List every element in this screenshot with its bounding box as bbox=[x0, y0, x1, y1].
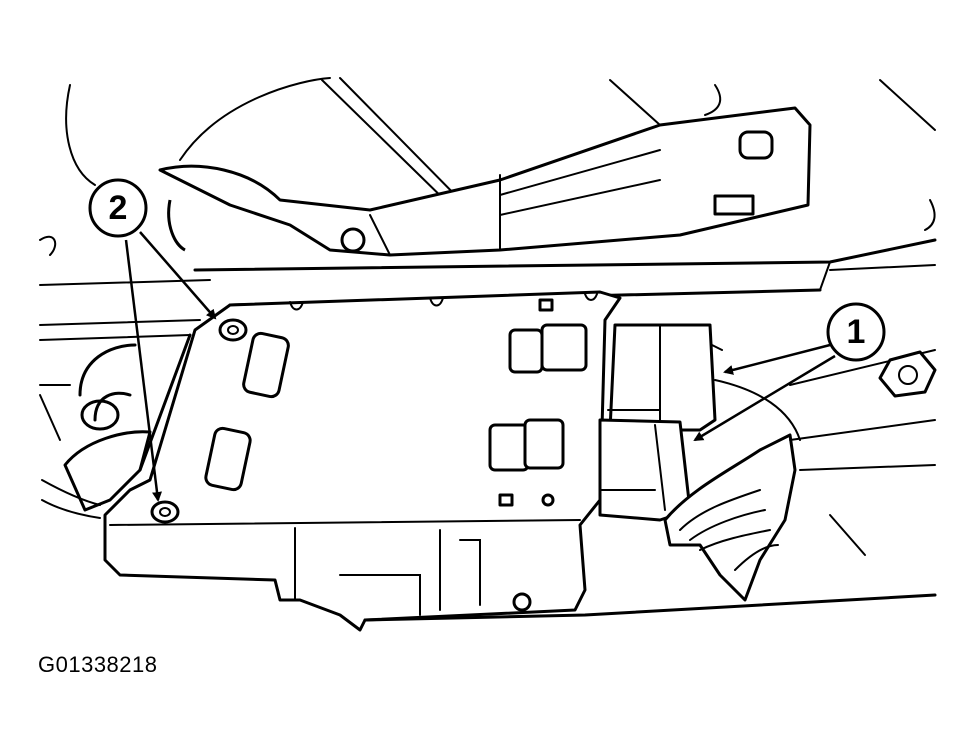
left-gear-assembly bbox=[41, 333, 192, 519]
callout-1-label: 1 bbox=[847, 313, 866, 351]
upper-mounting-nut bbox=[218, 318, 248, 342]
electronic-module bbox=[103, 290, 622, 632]
lower-mounting-nut bbox=[150, 500, 180, 524]
callout-2: 2 bbox=[88, 178, 148, 238]
callout-2-label: 2 bbox=[109, 189, 128, 227]
lower-edge bbox=[363, 593, 937, 622]
upper-bracket-arm bbox=[158, 106, 812, 257]
callout-1-leaders bbox=[693, 343, 836, 442]
background-structure bbox=[39, 77, 936, 441]
mounting-nuts bbox=[150, 318, 248, 524]
electrical-connectors bbox=[598, 323, 936, 602]
hex-nut-right bbox=[878, 350, 937, 398]
callout-1: 1 bbox=[826, 302, 886, 362]
figure-code: G01338218 bbox=[38, 652, 158, 677]
callout-2-leaders bbox=[124, 231, 217, 502]
